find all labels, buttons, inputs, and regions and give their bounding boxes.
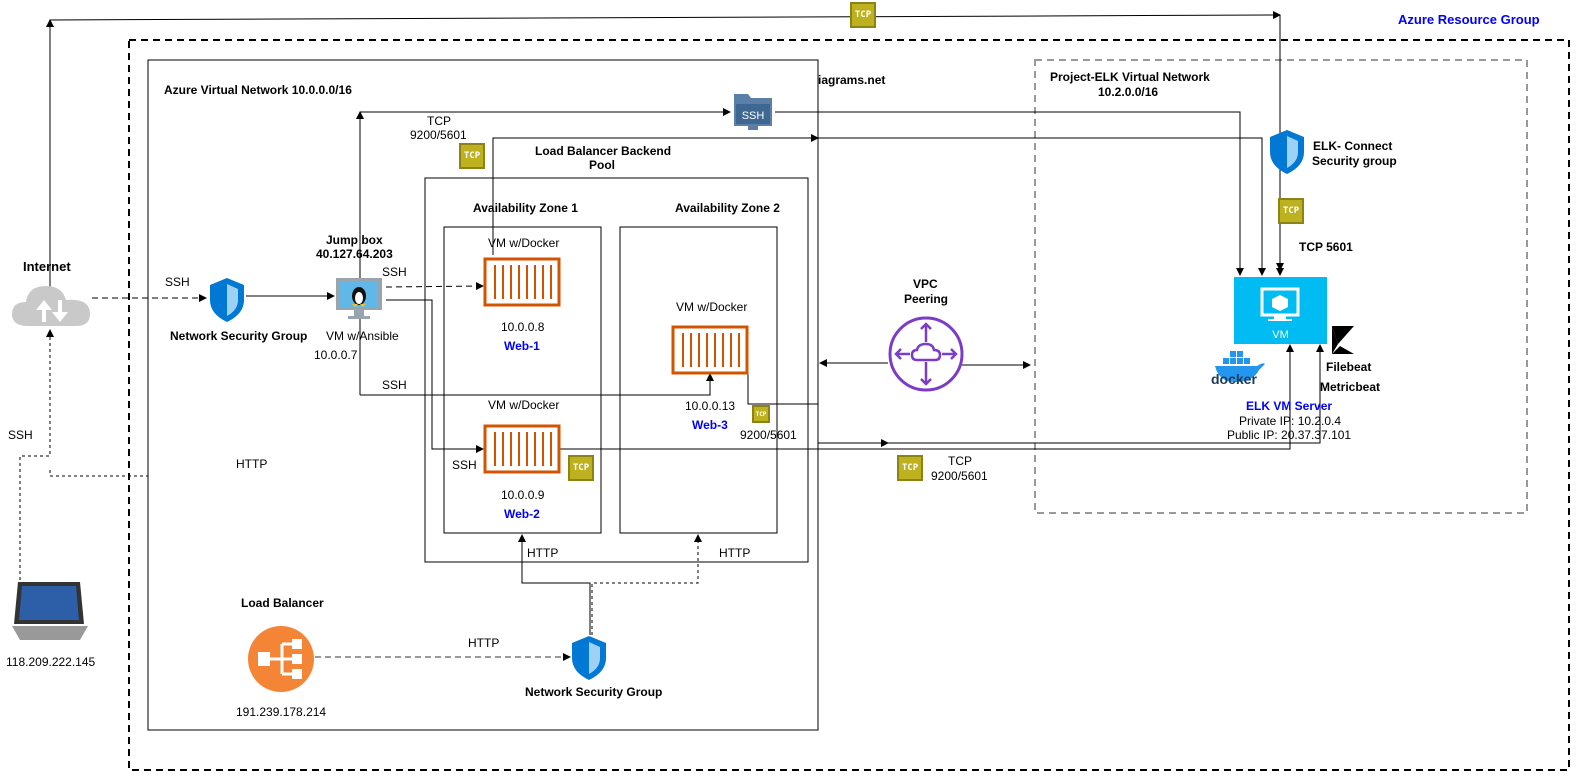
edge-http-loop (49, 470, 148, 477)
edge-web1-up (492, 134, 819, 255)
edge-label-tcp-top: TCP (427, 114, 451, 128)
web3-name: Web-3 (692, 418, 728, 432)
linux-vm-icon (336, 278, 382, 319)
vpc-label: VPC (913, 277, 938, 291)
shield-icon (210, 278, 244, 322)
edge-label-ssh-web2: SSH (452, 458, 477, 472)
watermark: iagrams.net (818, 73, 886, 87)
web2-vm: VM w/Docker (488, 398, 560, 412)
edge-label-tcp-bottom-ports: 9200/5601 (931, 469, 988, 483)
lb-backend-title-2: Pool (589, 158, 615, 172)
lb-backend-pool-boundary (424, 177, 809, 563)
web1-vm: VM w/Docker (488, 236, 560, 250)
edge-web3-elk (747, 370, 889, 447)
edge-label-ssh-internet: SSH (165, 275, 190, 289)
docker-logo-icon (1215, 351, 1265, 382)
web2-ip: 10.0.0.9 (501, 488, 545, 502)
az2-title: Availability Zone 2 (675, 201, 780, 215)
edge-web2-elk (560, 344, 1294, 450)
vpc-label-2: Peering (904, 292, 949, 306)
vpc-peering-icon (888, 316, 964, 392)
elk-private-ip: Private IP: 10.2.0.4 (1239, 414, 1342, 428)
edge-label-http-laptop: HTTP (236, 457, 268, 471)
ssh-server-icon: SSH (734, 94, 772, 130)
az1-title: Availability Zone 1 (473, 201, 578, 215)
availability-zone-1-boundary (443, 226, 602, 534)
edge-label-ssh-web3: SSH (382, 378, 407, 392)
edge-label-tcp-top-ports: 9200/5601 (410, 128, 467, 142)
lb-backend-title: Load Balancer Backend (535, 144, 672, 158)
tcp-top-icon: TCP (850, 2, 876, 28)
shield-icon (1270, 130, 1304, 174)
elk-vnet-boundary (1034, 59, 1528, 514)
monitor-icon (1260, 287, 1300, 321)
edge-nsg-web2 (518, 534, 591, 635)
elk-vm-text: VM (1272, 329, 1289, 341)
edge-nsg-web3 (591, 534, 702, 635)
web3-ip: 10.0.0.13 (685, 399, 736, 413)
docker-container-icon (483, 257, 561, 307)
elk-vm-box: VM (1234, 277, 1327, 344)
resource-group-boundary (128, 39, 1570, 771)
azure-vnet-boundary (147, 59, 819, 731)
edge-label-http-web3: HTTP (719, 546, 751, 560)
edge-label-ssh-jump: SSH (382, 265, 407, 279)
laptop-ip: 118.209.222.145 (6, 655, 96, 669)
edge-label-http-lb: HTTP (468, 636, 500, 650)
tcp-icon-web3: TCP (752, 405, 770, 423)
elk-sg-label-2: Security group (1312, 154, 1397, 168)
edge-top-to-elk (49, 11, 1281, 21)
tcp-icon-elk: TCP (1278, 198, 1304, 224)
lb-ip: 191.239.178.214 (236, 705, 327, 719)
lb-label: Load Balancer (241, 596, 324, 610)
edge-jump-web2 (386, 299, 484, 453)
elk-sg-label: ELK- Connect (1313, 139, 1393, 153)
availability-zone-2-boundary (619, 226, 778, 534)
edge-jump-web3 (360, 373, 714, 396)
vnet-title: Azure Virtual Network 10.0.0.0/16 (164, 83, 352, 97)
edge-label-http-web2: HTTP (527, 546, 559, 560)
filebeat-label: Filebeat (1326, 360, 1372, 374)
kibana-icon (1332, 326, 1354, 354)
metricbeat-label: Metricbeat (1320, 380, 1381, 394)
web1-ip: 10.0.0.8 (501, 320, 545, 334)
jumpbox-vm: VM w/Ansible (326, 329, 399, 343)
tcp-5601-label: TCP 5601 (1299, 240, 1353, 254)
elk-server-label: ELK VM Server (1246, 399, 1333, 413)
nsg2-label: Network Security Group (525, 685, 663, 699)
tcp-icon-web1: TCP (459, 143, 485, 169)
ssh-server-text: SSH (742, 110, 765, 122)
docker-text: docker (1211, 371, 1257, 387)
docker-container-icon (483, 424, 561, 474)
internet-label: Internet (23, 259, 71, 274)
edge-jump-web1 (385, 282, 484, 291)
elk-vnet-cidr: 10.2.0.0/16 (1098, 85, 1159, 99)
web1-name: Web-1 (504, 339, 540, 353)
edge-label-tcp-web3-ports: 9200/5601 (740, 428, 797, 442)
jumpbox-title: Jump box (326, 233, 383, 247)
jumpbox-private-ip: 10.0.0.7 (314, 348, 358, 362)
edge-label-ssh-laptop: SSH (8, 428, 33, 442)
docker-container-icon (671, 325, 749, 375)
elk-vnet-title: Project-ELK Virtual Network (1050, 70, 1210, 84)
tcp-icon-web2: TCP (568, 455, 594, 481)
edge-ssh-elk (775, 111, 1244, 276)
cloud-icon (12, 286, 90, 326)
web3-vm: VM w/Docker (676, 300, 748, 314)
elk-public-ip: Public IP: 20.37.37.101 (1227, 428, 1352, 442)
web2-name: Web-2 (504, 507, 540, 521)
edge-laptop-internet (19, 329, 54, 580)
resource-group-label: Azure Resource Group (1398, 12, 1540, 27)
tcp-icon-bottom: TCP (897, 455, 923, 481)
jumpbox-ip: 40.127.64.203 (316, 247, 393, 261)
nsg-label: Network Security Group (170, 329, 308, 343)
edge-label-tcp-bottom: TCP (948, 454, 972, 468)
load-balancer-icon (248, 626, 314, 692)
edge-web1-elk (818, 137, 1266, 276)
edge-web3-elk2 (888, 344, 1324, 444)
shield-icon (572, 636, 606, 680)
laptop-icon (12, 582, 88, 640)
